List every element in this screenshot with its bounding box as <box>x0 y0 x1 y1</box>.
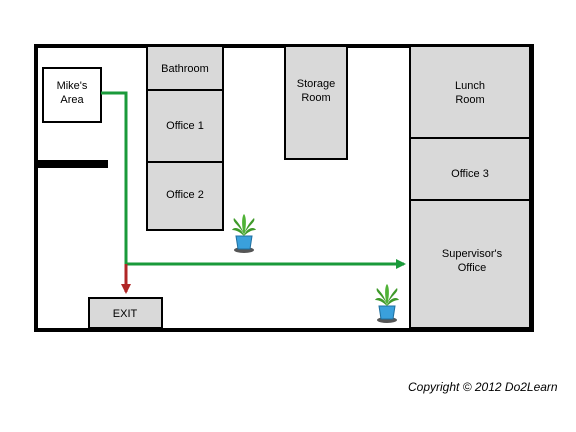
lunch-room-label-line1: Lunch <box>455 80 485 92</box>
route-to-supervisor <box>101 91 406 269</box>
storage-room-label-line1: Storage <box>297 78 336 90</box>
supervisors-office-label-line2: Office <box>458 262 487 274</box>
copyright-notice: Copyright © 2012 Do2Learn <box>408 380 558 394</box>
interior-wall <box>38 160 108 168</box>
mikes-area-label-line1: Mike's <box>57 80 88 92</box>
bathroom: Bathroom <box>146 45 224 91</box>
office-1-label: Office 1 <box>166 120 204 132</box>
mikes-area-label-line2: Area <box>60 94 84 106</box>
mikes-area: Mike's Area <box>42 67 102 123</box>
exit: EXIT <box>88 297 163 329</box>
lunch-room: Lunch Room <box>409 45 531 139</box>
office-3: Office 3 <box>409 137 531 201</box>
exit-label: EXIT <box>113 308 138 320</box>
supervisors-office-label-line1: Supervisor's <box>442 248 503 260</box>
plant-icon <box>375 284 399 323</box>
office-2-label: Office 2 <box>166 189 204 201</box>
bathroom-label: Bathroom <box>161 63 209 75</box>
supervisors-office: Supervisor's Office <box>409 199 531 329</box>
plant-icon <box>232 214 256 253</box>
office-2: Office 2 <box>146 161 224 231</box>
storage-room-label-line2: Room <box>301 92 330 104</box>
lunch-room-label-line2: Room <box>455 94 484 106</box>
storage-room: Storage Room <box>284 45 348 160</box>
office-3-label: Office 3 <box>451 168 489 180</box>
office-1: Office 1 <box>146 89 224 163</box>
